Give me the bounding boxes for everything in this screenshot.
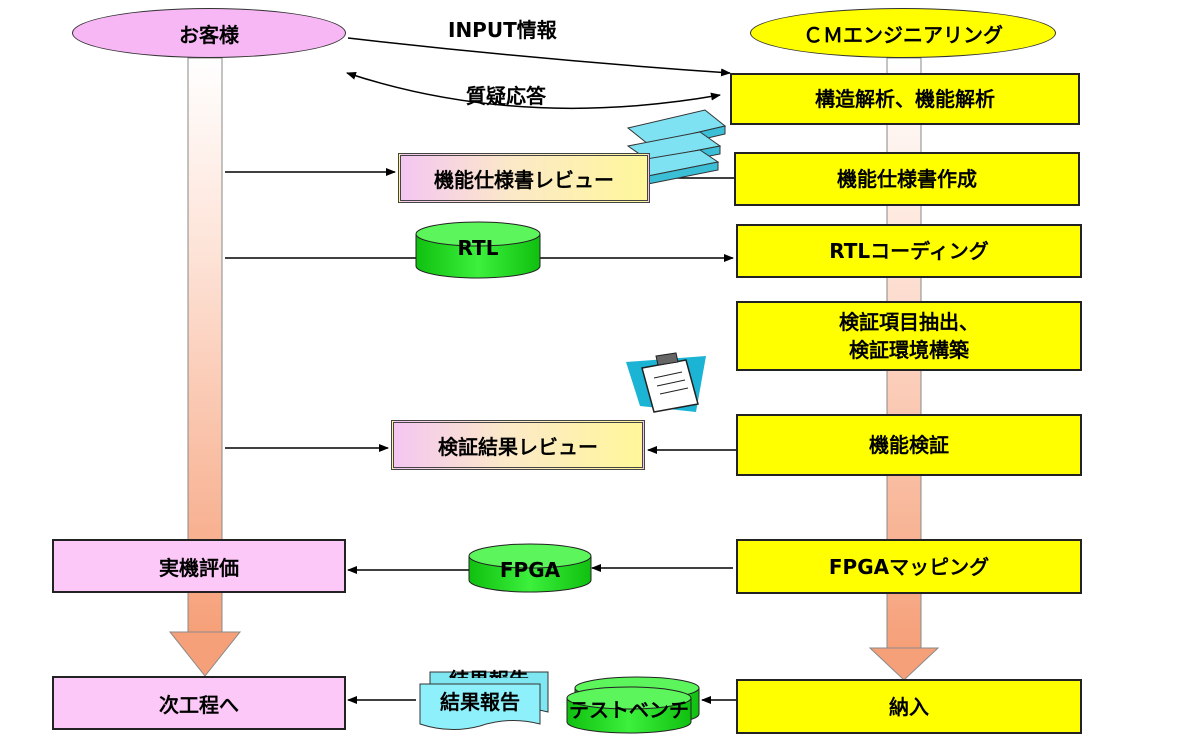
clipboard-icon	[626, 352, 706, 413]
customer-step-eval: 実機評価	[52, 539, 346, 593]
customer-ellipse: お客様	[72, 8, 346, 58]
cm-step-rtl: RTLコーディング	[736, 224, 1082, 278]
customer-label: お客様	[179, 22, 239, 47]
report-label: 結果報告	[440, 690, 520, 714]
cm-step-fpga: FPGAマッピング	[736, 539, 1082, 594]
cm-step-verify-env: 検証項目抽出、 検証環境構築	[736, 301, 1082, 371]
rtl-cylinder	[415, 221, 541, 279]
fpga-label: FPGA	[499, 558, 561, 582]
customer-step-next: 次工程へ	[52, 676, 346, 730]
verify-review-box: 検証結果レビュー	[391, 420, 645, 470]
report-back-label: 結果報告	[430, 664, 548, 678]
cm-step-delivery: 納入	[736, 679, 1082, 734]
cm-step-analysis: 構造解析、機能解析	[730, 73, 1080, 125]
cm-step-spec: 機能仕様書作成	[734, 152, 1080, 206]
cm-ellipse: ＣＭエンジニアリング	[750, 8, 1056, 58]
report-document	[419, 683, 541, 730]
input-label: INPUT情報	[448, 18, 557, 42]
rtl-label: RTL	[457, 236, 499, 260]
testbench-label: テストベンチ	[569, 698, 689, 722]
testbench-cylinders	[566, 676, 700, 734]
customer-lifeline	[168, 57, 242, 677]
qa-label: 質疑応答	[466, 84, 546, 108]
books-icon	[626, 109, 727, 185]
cm-label: ＣＭエンジニアリング	[803, 22, 1003, 47]
spec-review-box: 機能仕様書レビュー	[398, 153, 650, 203]
input-arrow	[347, 37, 731, 77]
qa-arrow	[346, 72, 721, 110]
cm-step-func-verify: 機能検証	[736, 414, 1082, 476]
fpga-cylinder	[468, 543, 592, 593]
